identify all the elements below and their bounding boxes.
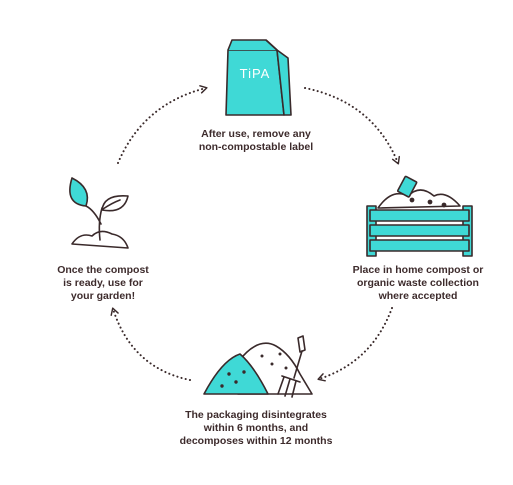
step-1-line-2: non-compostable label [198, 141, 314, 153]
paper-bag-icon [225, 39, 292, 116]
step-3-line-1: The packaging disintegrates [185, 409, 327, 421]
step-4-caption: Once the compost is ready, use for your … [36, 264, 170, 303]
step-3-line-3: decomposes within 12 months [179, 435, 333, 447]
cycle-arrow-2 [317, 307, 393, 382]
soil-pile-fork-icon [203, 335, 313, 398]
step-2-caption: Place in home compost or organic waste c… [338, 264, 498, 303]
compost-crate-icon [366, 175, 473, 257]
step-1-caption: After use, remove any non-compostable la… [176, 128, 336, 154]
seedling-icon [69, 177, 129, 249]
step-2-line-2: organic waste collection [357, 277, 479, 289]
step-1-line-1: After use, remove any [201, 128, 311, 140]
step-3-line-2: within 6 months, and [203, 422, 309, 434]
step-4-line-3: your garden! [70, 290, 136, 302]
cycle-arrow-3 [110, 307, 191, 381]
cycle-arrow-4 [117, 85, 208, 164]
step-4-line-1: Once the compost [57, 264, 149, 276]
step-2-line-1: Place in home compost or [352, 264, 484, 276]
brand-logo-text: TiPA [240, 66, 271, 81]
step-4-line-2: is ready, use for [63, 277, 143, 289]
step-2-line-3: where accepted [378, 290, 458, 302]
step-3-caption: The packaging disintegrates within 6 mon… [168, 409, 344, 448]
